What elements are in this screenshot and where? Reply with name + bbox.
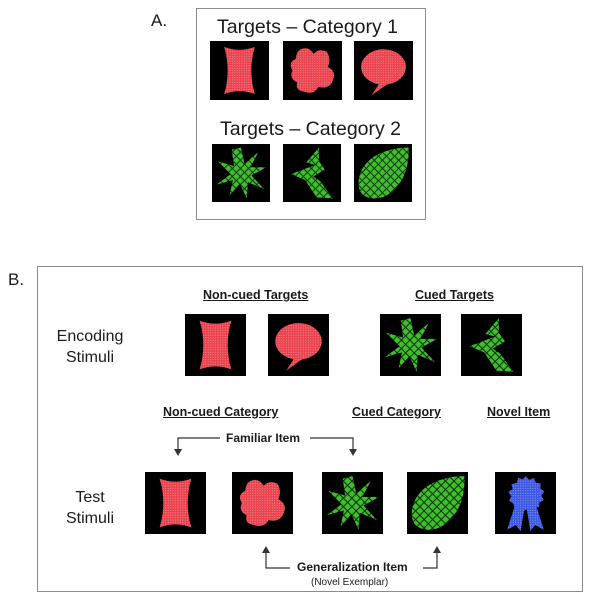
category-2-title: Targets – Category 2 [220,118,402,140]
novel-exemplar-label: (Novel Exemplar) [311,577,389,588]
generalization-item-label: Generalization Item [297,560,408,574]
cued-category-heading: Cued Category [352,405,441,419]
encoding-barrel-shape-icon [185,314,246,376]
encoding-zigzag-arrow-shape-icon [461,314,522,376]
zigzag-arrow-shape-icon [283,144,341,202]
panel-b-letter: B. [8,270,25,289]
test-ribbon-badge-shape-icon [495,472,556,534]
blob-shape-icon [283,41,342,100]
test-blob-shape-icon [232,472,293,534]
novel-item-heading: Novel Item [487,405,551,419]
noncued-targets-heading: Non-cued Targets [203,288,309,302]
cued-targets-heading: Cued Targets [415,288,494,302]
spiky-star-shape-icon [212,144,270,202]
encoding-stimuli-label: Encoding Stimuli [48,326,132,368]
panel-a-letter: A. [151,11,168,30]
category-1-title: Targets – Category 1 [217,16,399,38]
test-leaf-shape-icon [407,472,468,534]
encoding-spiky-star-shape-icon [380,314,441,376]
encoding-speech-bubble-shape-icon [268,314,329,376]
test-label-line2: Stimuli [65,510,114,527]
test-barrel-shape-icon [145,472,206,534]
noncued-category-heading: Non-cued Category [163,405,279,419]
test-spiky-star-shape-icon [322,472,383,534]
barrel-shape-icon [210,41,269,100]
encoding-label-line2: Stimuli [65,349,114,366]
encoding-label-line1: Encoding [56,328,124,345]
familiar-item-label: Familiar Item [226,431,301,445]
leaf-shape-icon [354,144,412,202]
test-stimuli-label: Test Stimuli [50,487,130,529]
speech-bubble-shape-icon [354,41,413,100]
test-label-line1: Test [75,489,105,506]
